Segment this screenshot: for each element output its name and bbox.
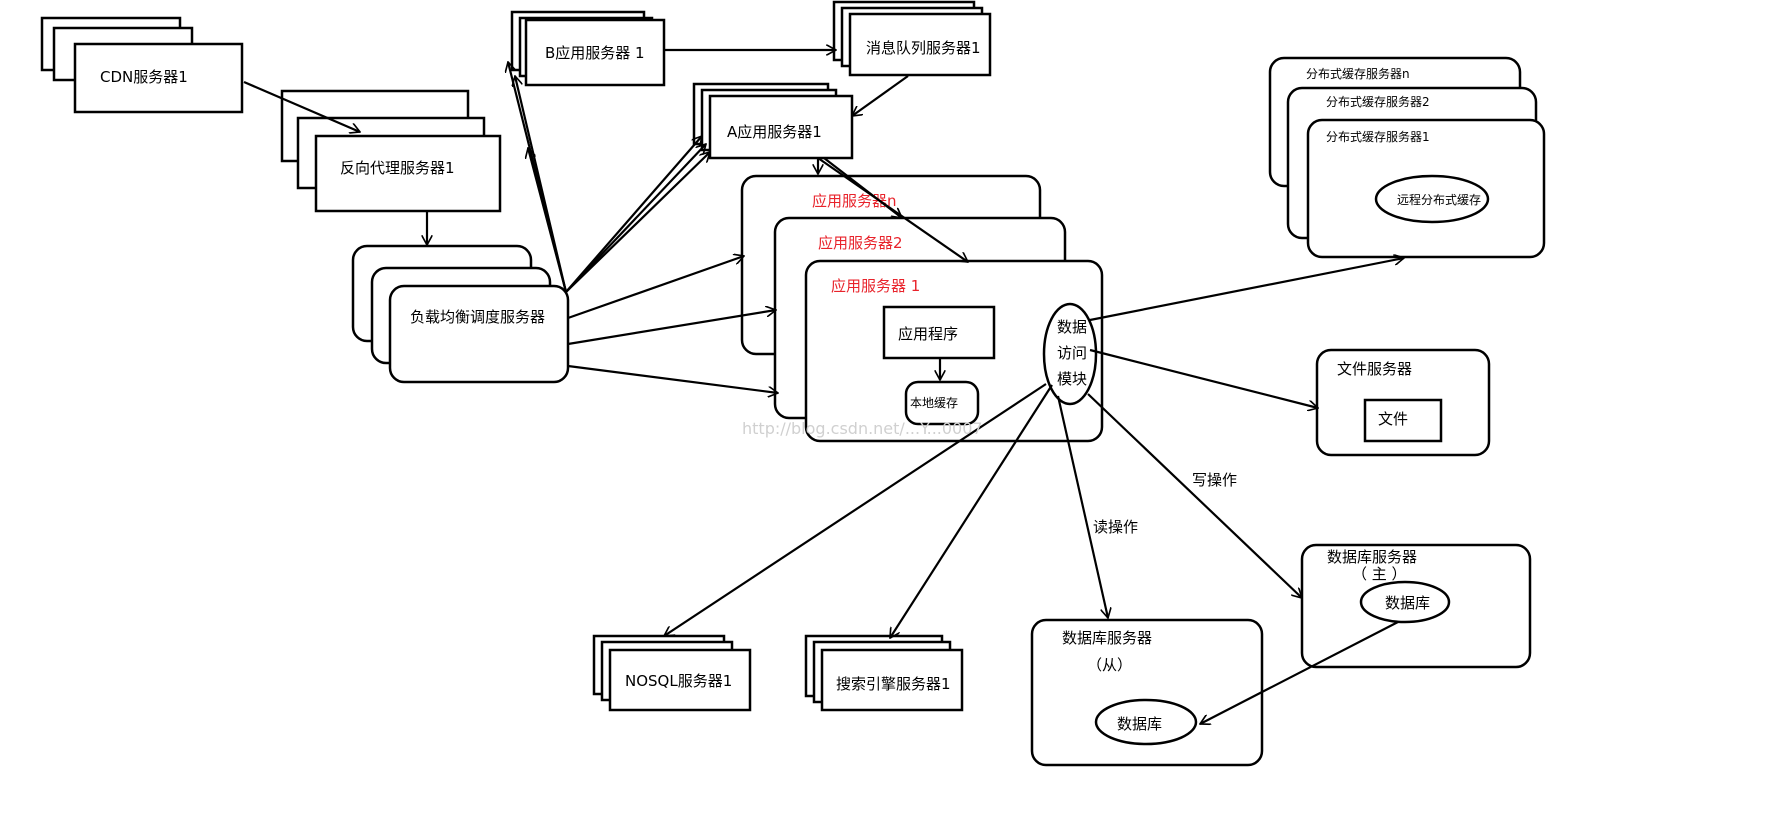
- search-label: 搜索引擎服务器1: [836, 675, 951, 693]
- edge-dam-to-nosql: [664, 383, 1047, 636]
- app-server-1-label: 应用服务器 1: [831, 277, 920, 295]
- reverse-proxy-label: 反向代理服务器1: [340, 159, 455, 177]
- load-balancer-label: 负载均衡调度服务器: [410, 308, 545, 326]
- local-cache-node: 本地缓存: [904, 380, 980, 426]
- app-a-label: A应用服务器1: [727, 123, 822, 141]
- edges: [243, 50, 1404, 724]
- edge-dam-to-cache: [1089, 258, 1404, 322]
- data-access-label-line2: 访问: [1057, 344, 1087, 362]
- app-b-node: B应用服务器 1: [524, 18, 666, 87]
- app-a-node: A应用服务器1: [708, 94, 854, 160]
- db-slave-node: 数据库服务器 （从） 数据库: [1030, 618, 1264, 767]
- edge-label-read: 读操作: [1093, 518, 1138, 536]
- edge-lb-to-app-a-2: [565, 144, 706, 293]
- edge-mq-to-app-a: [852, 75, 909, 116]
- db-slave-label: 数据库服务器: [1062, 629, 1152, 647]
- cdn-server-label: CDN服务器1: [100, 68, 188, 86]
- cache-1-node: 分布式缓存服务器1 远程分布式缓存: [1306, 118, 1546, 259]
- edge-lb-to-app-a-3: [565, 152, 710, 293]
- load-balancer-node: 负载均衡调度服务器: [388, 284, 570, 384]
- nosql-label: NOSQL服务器1: [625, 672, 732, 690]
- search-node: 搜索引擎服务器1: [820, 648, 964, 712]
- db-master-label: 数据库服务器: [1327, 548, 1417, 566]
- edge-db-master-to-slave: [1200, 621, 1399, 724]
- app-server-2-label: 应用服务器2: [818, 234, 903, 252]
- db-master-db-label: 数据库: [1385, 594, 1430, 612]
- edge-cdn-to-proxy: [243, 80, 360, 132]
- edge-lb-to-app-a-1: [565, 136, 702, 293]
- remote-cache-label: 远程分布式缓存: [1397, 192, 1481, 207]
- data-access-module-node: 数据 访问 模块: [1042, 302, 1098, 406]
- db-master-node: 数据库服务器 （ 主 ） 数据库: [1300, 543, 1532, 669]
- file-label: 文件: [1378, 410, 1408, 428]
- edge-lb-to-app-n: [567, 256, 744, 320]
- cdn-server-node: CDN服务器1: [73, 42, 244, 114]
- cache-2-label: 分布式缓存服务器2: [1326, 94, 1430, 109]
- edge-dam-to-db-slave: [1056, 395, 1108, 618]
- local-cache-label: 本地缓存: [910, 396, 958, 410]
- edge-lb-to-app-b-3: [528, 148, 568, 293]
- edge-dam-to-search: [890, 384, 1053, 638]
- data-access-label-line3: 模块: [1057, 370, 1087, 388]
- app-program-node: 应用程序: [882, 305, 996, 360]
- edge-lb-to-app-1: [567, 364, 778, 393]
- db-slave-db-label: 数据库: [1117, 715, 1162, 733]
- reverse-proxy-node: 反向代理服务器1: [314, 134, 502, 213]
- app-b-label: B应用服务器 1: [545, 44, 645, 62]
- db-slave-role-label: （从）: [1087, 656, 1132, 674]
- mq-node: 消息队列服务器1: [848, 12, 992, 77]
- edge-label-write: 写操作: [1192, 471, 1237, 489]
- nosql-node: NOSQL服务器1: [608, 648, 752, 712]
- edge-dam-to-file-server: [1089, 348, 1318, 408]
- cache-n-label: 分布式缓存服务器n: [1306, 66, 1410, 81]
- app-program-label: 应用程序: [898, 325, 958, 343]
- db-master-role-label: （ 主 ）: [1352, 565, 1407, 583]
- edge-lb-to-app-2: [567, 310, 776, 346]
- edge-dam-to-db-master: [1087, 393, 1302, 598]
- watermark: http://blog.csdn.net/...Y...0007: [742, 419, 983, 438]
- file-server-node: 文件服务器 文件: [1315, 348, 1491, 457]
- edge-app-a-to-cluster-2: [823, 157, 902, 218]
- cache-1-label: 分布式缓存服务器1: [1326, 129, 1430, 144]
- app-server-n-label: 应用服务器n: [812, 192, 897, 210]
- data-access-label-line1: 数据: [1057, 318, 1087, 336]
- file-server-label: 文件服务器: [1337, 360, 1412, 378]
- mq-label: 消息队列服务器1: [866, 39, 981, 57]
